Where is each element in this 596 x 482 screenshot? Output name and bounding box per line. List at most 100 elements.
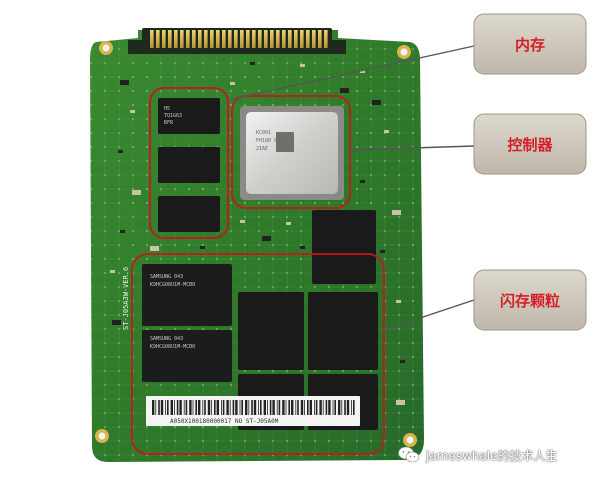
barcode-bar (253, 400, 257, 415)
connector-pin (186, 30, 190, 48)
barcode-bar (276, 400, 278, 415)
memory-highlight (149, 87, 229, 239)
connector-pin (228, 30, 232, 48)
flash-chip-marking: K9HCG08U1M-MCB0 (150, 282, 195, 288)
smd-part (132, 190, 141, 195)
barcode-bar (211, 400, 212, 415)
smd-part (286, 222, 291, 225)
barcode-text: A050X100180000017 NO ST-J05A0M (170, 418, 279, 425)
barcode-bar (245, 400, 248, 415)
connector-pin (210, 30, 214, 48)
memory-chip-marking: H5 (164, 106, 170, 112)
controller-marking: KC001 (256, 130, 271, 136)
highlight-outlines (131, 87, 385, 455)
connector-pin (198, 30, 202, 48)
barcode-bar (235, 400, 238, 415)
barcode-bar (297, 400, 299, 415)
barcode-bar (338, 400, 341, 415)
connector-pin (252, 30, 256, 48)
barcode-bar (346, 400, 350, 415)
connector-pin (216, 30, 220, 48)
barcode-bar (325, 400, 328, 415)
barcode-bar (165, 400, 166, 415)
smd-part (384, 130, 389, 133)
barcode-bar (267, 400, 268, 415)
memory-pointer-line (227, 45, 475, 101)
barcode-bar (214, 400, 216, 415)
connector-pin (300, 30, 304, 48)
barcode-bar (207, 400, 211, 415)
smd-part (300, 246, 305, 249)
barcode-bar (285, 400, 287, 415)
flash-chips: SAMSUNG 043 K9HCG08U1M-MCB0 SAMSUNG 043 … (142, 210, 378, 430)
barcode-bar (282, 400, 285, 415)
barcode-bar (251, 400, 253, 415)
barcode-bar (185, 400, 188, 415)
connector-pin (168, 30, 172, 48)
barcode-bar (344, 400, 346, 415)
barcode-bar (328, 400, 331, 415)
connector-pin (270, 30, 274, 48)
barcode-bar (334, 400, 336, 415)
connector-pin (174, 30, 178, 48)
barcode-bar (226, 400, 229, 415)
flash-highlight (131, 253, 385, 455)
memory-chip-marking: BFR (164, 120, 174, 126)
barcode-bar (269, 400, 272, 415)
barcode-bar (232, 400, 235, 415)
connector-pin (162, 30, 166, 48)
callout-flash-label: 闪存颗粒 (500, 292, 560, 310)
barcode-bar (353, 400, 355, 415)
mounting-holes (95, 41, 417, 447)
smd-part (396, 300, 401, 303)
smd-part (392, 210, 401, 215)
barcode-bar (179, 400, 182, 415)
smd-part (120, 230, 125, 233)
flash-chip-marking: SAMSUNG 043 (150, 274, 183, 280)
barcode-bar (204, 400, 206, 415)
connector-pin (318, 30, 322, 48)
connector-pin (192, 30, 196, 48)
connector-pin (222, 30, 226, 48)
barcode-bar (195, 400, 197, 415)
barcode-bar (160, 400, 164, 415)
callout-memory-label: 内存 (515, 36, 545, 54)
callout-pointers (227, 45, 475, 331)
barcode-bar (221, 400, 222, 415)
flash-chip-marking: SAMSUNG 043 (150, 336, 183, 342)
memory-chips: H5 TQ1G63 BFR (158, 98, 220, 232)
connector-pin (276, 30, 280, 48)
barcode-bar (288, 400, 290, 415)
barcode-bar (309, 400, 312, 415)
connector-pin (246, 30, 250, 48)
callout-controller-label: 控制器 (507, 136, 553, 154)
sata-connector (128, 28, 346, 54)
barcode-bar (192, 400, 194, 415)
model-silkscreen: ST-J05A3W-VER.6 (122, 267, 130, 330)
smd-part (130, 110, 135, 113)
smd-part (110, 270, 115, 273)
callout-flash: 闪存颗粒 (473, 269, 587, 331)
barcode-bar (341, 400, 343, 415)
connector-pin (150, 30, 154, 48)
barcode-bar (152, 400, 155, 415)
barcode-bar (351, 400, 352, 415)
flash-chip-marking: K9HCG08U1M-MCB0 (150, 344, 195, 350)
smd-part (112, 320, 121, 325)
barcode-bar (248, 400, 250, 415)
barcode-bar (174, 400, 175, 415)
controller-marking: 2IAE (256, 146, 268, 152)
barcode-bar (295, 400, 297, 415)
smd-part (300, 64, 305, 67)
connector-pin (264, 30, 268, 48)
barcode-bar (291, 400, 294, 415)
smd-part (250, 62, 255, 65)
barcode-bar (304, 400, 305, 415)
barcode-bar (216, 400, 219, 415)
barcode-bar (307, 400, 309, 415)
connector-pin (294, 30, 298, 48)
smd-part (340, 88, 349, 93)
barcode-bar (170, 400, 173, 415)
connector-pin (306, 30, 310, 48)
flash-pointer-line (383, 299, 475, 331)
